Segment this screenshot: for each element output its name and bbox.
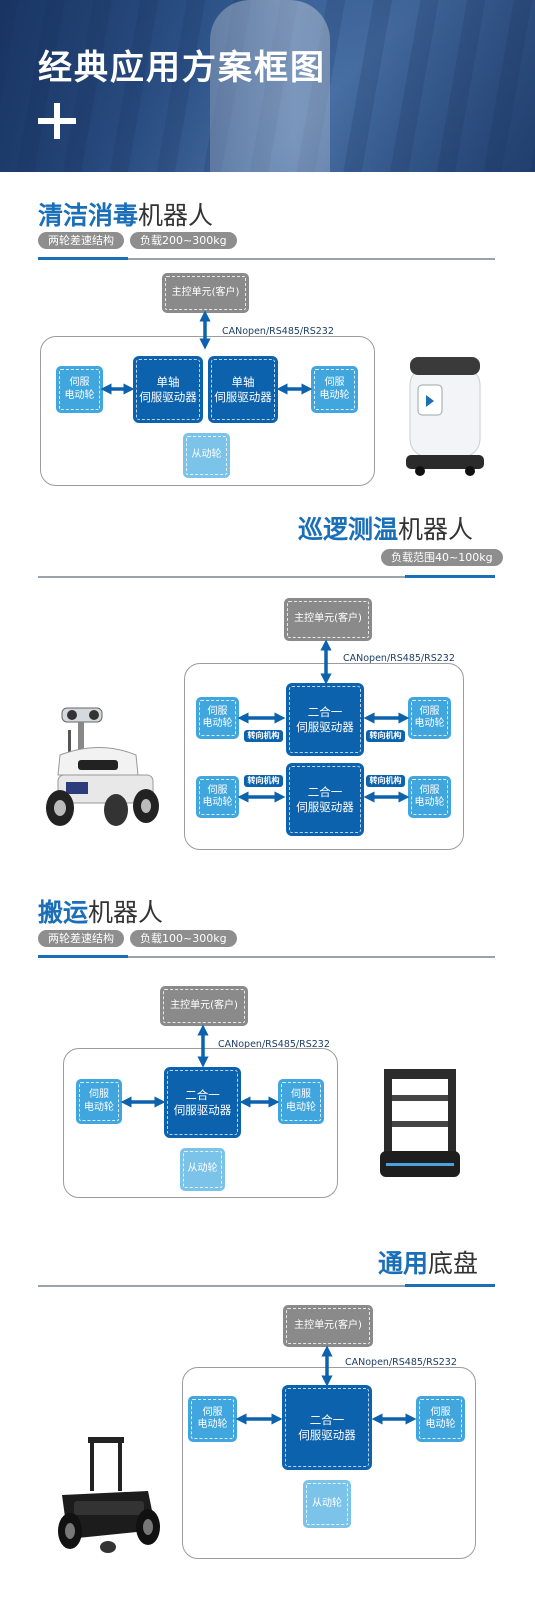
- master-unit-box: 主控单元(客户): [284, 598, 372, 641]
- section-tags: 负载范围40~100kg: [381, 549, 503, 566]
- page-title: 经典应用方案框图: [38, 48, 326, 88]
- bus-protocol-label: CANopen/RS485/RS232: [343, 653, 455, 664]
- plus-icon: [38, 103, 76, 139]
- servo-wheel-right: 伺服 电动轮: [416, 1396, 465, 1442]
- delivery-robot-image: [380, 1069, 460, 1177]
- master-unit-box: 主控单元(客户): [283, 1305, 373, 1347]
- section-title-patrol: 巡逻测温机器人: [298, 515, 474, 544]
- section-title-cleaning: 清洁消毒机器人: [38, 201, 214, 230]
- servo-wheel-bottom-left: 伺服 电动轮: [196, 776, 239, 818]
- idler-wheel: 从动轮: [183, 433, 230, 478]
- servo-wheel-left: 伺服 电动轮: [188, 1396, 237, 1442]
- idler-wheel: 从动轮: [180, 1148, 225, 1191]
- single-axis-driver-right: 单轴 伺服驱动器: [208, 356, 278, 423]
- divider: [38, 1284, 495, 1287]
- idler-wheel: 从动轮: [303, 1480, 351, 1528]
- patrol-robot-image: [46, 707, 159, 826]
- steering-mechanism-label: 转向机构: [366, 775, 405, 787]
- chassis-image: [58, 1437, 160, 1553]
- servo-wheel-right: 伺服 电动轮: [278, 1079, 324, 1124]
- tag: 负载200~300kg: [130, 232, 237, 249]
- dual-driver: 二合一 伺服驱动器: [282, 1385, 372, 1470]
- cleaning-robot-image: [406, 357, 484, 476]
- divider: [38, 955, 495, 958]
- dual-driver-bottom: 二合一 伺服驱动器: [286, 763, 364, 836]
- bus-protocol-label: CANopen/RS485/RS232: [218, 1039, 330, 1050]
- master-unit-box: 主控单元(客户): [162, 273, 249, 313]
- divider: [38, 257, 495, 260]
- steering-mechanism-label: 转向机构: [366, 730, 405, 742]
- dual-driver-top: 二合一 伺服驱动器: [286, 683, 364, 756]
- servo-wheel-right: 伺服 电动轮: [311, 366, 358, 413]
- servo-wheel-left: 伺服 电动轮: [56, 366, 103, 413]
- divider: [38, 575, 495, 578]
- dual-driver: 二合一 伺服驱动器: [164, 1067, 241, 1138]
- steering-mechanism-label: 转向机构: [244, 730, 283, 742]
- master-unit-box: 主控单元(客户): [160, 986, 248, 1026]
- servo-wheel-top-right: 伺服 电动轮: [408, 697, 451, 739]
- hero-banner: 经典应用方案框图: [0, 0, 535, 172]
- servo-wheel-bottom-right: 伺服 电动轮: [408, 776, 451, 818]
- single-axis-driver-left: 单轴 伺服驱动器: [133, 356, 203, 423]
- servo-wheel-left: 伺服 电动轮: [76, 1079, 122, 1124]
- section-tags: 两轮差速结构 负载200~300kg: [38, 232, 237, 249]
- section-tags: 两轮差速结构 负载100~300kg: [38, 930, 237, 947]
- tag: 负载范围40~100kg: [381, 549, 503, 566]
- bus-protocol-label: CANopen/RS485/RS232: [345, 1357, 457, 1368]
- bus-protocol-label: CANopen/RS485/RS232: [222, 326, 334, 337]
- tag: 两轮差速结构: [38, 930, 124, 947]
- section-title-chassis: 通用底盘: [378, 1249, 479, 1278]
- tag: 两轮差速结构: [38, 232, 124, 249]
- servo-wheel-top-left: 伺服 电动轮: [196, 697, 239, 739]
- steering-mechanism-label: 转向机构: [244, 775, 283, 787]
- section-title-transport: 搬运机器人: [38, 898, 164, 927]
- tag: 负载100~300kg: [130, 930, 237, 947]
